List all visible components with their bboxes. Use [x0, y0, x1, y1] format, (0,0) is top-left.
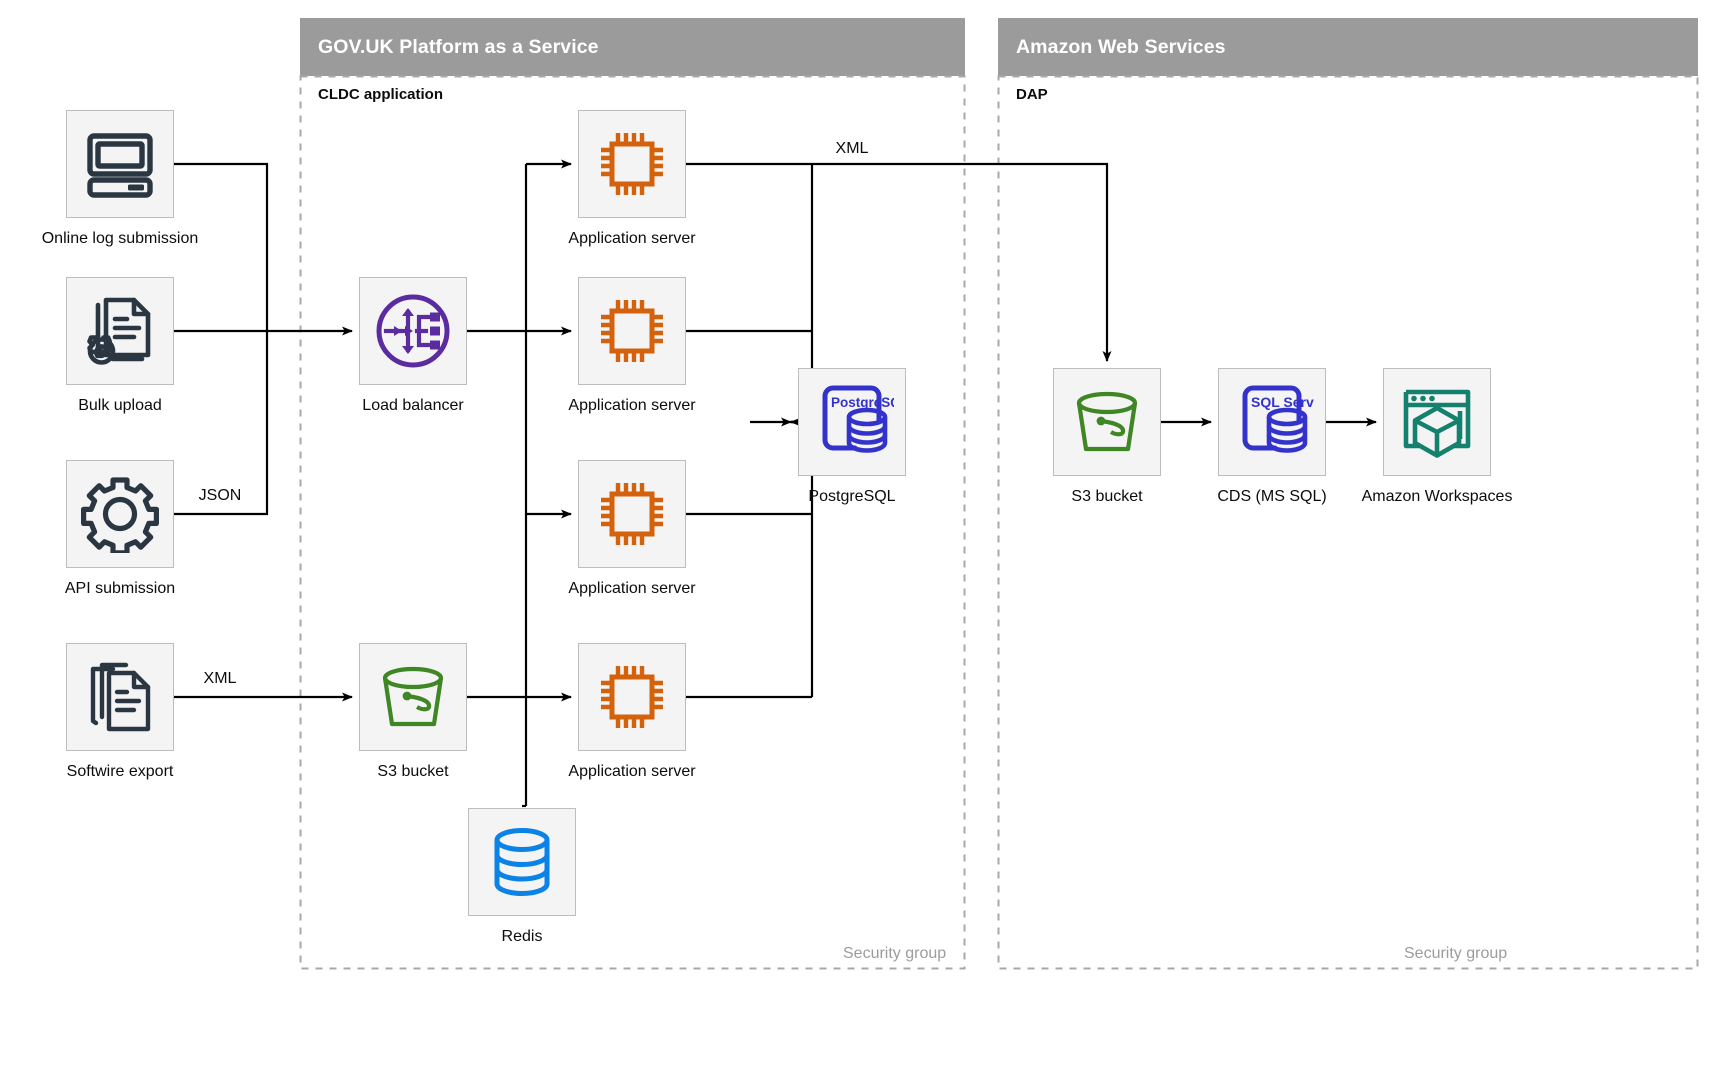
arrow-right-glyph — [394, 326, 402, 336]
bucket-handle-pivot-icon — [402, 691, 412, 701]
document-gear-icon — [87, 297, 151, 365]
gear-icon — [81, 477, 159, 553]
node-label-api-submission: API submission — [64, 580, 176, 597]
node-label-amazon-workspaces: Amazon Workspaces — [1361, 488, 1513, 505]
platform-band-aws — [998, 18, 1698, 76]
zone-rect-cldc — [299, 75, 966, 970]
node-label-app-server-2: Application server — [568, 397, 696, 414]
node-app-server-3[interactable]: Application server — [568, 460, 696, 597]
node-label-postgresql: PostgreSQL — [808, 488, 896, 505]
node-load-balancer[interactable]: Load balancer — [359, 277, 467, 414]
node-bulk-upload[interactable]: Bulk upload — [66, 277, 174, 414]
zone-title-cldc: CLDC application — [318, 86, 444, 103]
node-label-app-server-3: Application server — [568, 580, 696, 597]
node-label-app-server-1: Application server — [568, 230, 696, 247]
cpu-chip-icon — [601, 483, 663, 545]
window-dots-icon — [1411, 395, 1435, 402]
node-label-cds-ms-sql: CDS (MS SQL) — [1217, 488, 1327, 505]
workspaces-icon — [1403, 389, 1471, 458]
security-group-label-cldc: Security group — [843, 945, 947, 962]
edge-appserver-1-xml-to-s3-dap — [686, 162, 1112, 362]
platform-title-paas: GOV.UK Platform as a Service — [318, 36, 599, 58]
cpu-chip-icon — [601, 133, 663, 195]
node-online-log-submission[interactable]: Online log submission — [42, 110, 198, 247]
node-label-load-balancer: Load balancer — [362, 397, 464, 414]
node-app-server-1[interactable]: Application server — [568, 110, 696, 247]
arrow-up-glyph — [402, 308, 414, 316]
node-label-bulk-upload: Bulk upload — [78, 397, 162, 414]
node-label-s3-bucket-paas: S3 bucket — [377, 763, 449, 780]
node-app-server-2[interactable]: Application server — [568, 277, 696, 414]
node-label-s3-bucket-dap: S3 bucket — [1071, 488, 1143, 505]
desktop-computer-icon — [87, 133, 153, 198]
arrow-down-glyph — [402, 346, 414, 354]
node-s3-bucket-paas[interactable]: S3 bucket — [359, 643, 467, 780]
edge-api-to-bus — [174, 331, 269, 516]
platform-band-paas — [300, 18, 965, 76]
documents-stack-icon — [90, 662, 151, 732]
edge-online-log-to-bus — [174, 162, 269, 331]
sql-server-badge-text: SQL Server — [1251, 394, 1314, 410]
postgresql-badge-text: PostgreSQL — [831, 395, 894, 410]
node-api-submission[interactable]: API submission — [65, 460, 175, 597]
arrow-left-glyph — [405, 326, 413, 336]
bucket-handle-pivot-icon — [1096, 416, 1106, 426]
zone-title-dap: DAP — [1016, 86, 1048, 103]
node-label-redis: Redis — [501, 928, 543, 945]
postgresql-icon: PostgreSQL — [822, 385, 894, 453]
cpu-chip-icon — [601, 666, 663, 728]
node-postgresql[interactable]: PostgreSQL PostgreSQL — [798, 368, 906, 505]
node-cds-ms-sql[interactable]: SQL Server CDS (MS SQL) — [1217, 368, 1327, 505]
node-amazon-workspaces[interactable]: Amazon Workspaces — [1362, 368, 1512, 505]
node-label-softwire-export: Softwire export — [66, 763, 174, 780]
node-s3-bucket-dap[interactable]: S3 bucket — [1053, 368, 1161, 505]
cpu-chip-icon — [601, 300, 663, 362]
zone-rect-dap — [997, 75, 1699, 970]
s3-bucket-icon — [1076, 391, 1138, 452]
platform-title-aws: Amazon Web Services — [1016, 36, 1226, 58]
sql-server-icon: SQL Server — [1242, 385, 1314, 453]
edge-label-xml-export: XML — [835, 140, 869, 157]
node-app-server-4[interactable]: Application server — [568, 643, 696, 780]
database-cylinder-icon — [494, 828, 550, 896]
node-redis[interactable]: Redis — [468, 808, 576, 945]
edge-label-json: JSON — [198, 487, 242, 504]
node-label-online-log-submission: Online log submission — [41, 230, 199, 247]
s3-bucket-icon — [382, 666, 444, 727]
load-balancer-icon — [376, 294, 450, 368]
security-group-label-dap: Security group — [1404, 945, 1508, 962]
node-label-app-server-4: Application server — [568, 763, 696, 780]
node-softwire-export[interactable]: Softwire export — [66, 643, 174, 780]
edge-label-xml-softwire: XML — [203, 670, 237, 687]
computer-drive-slot-icon — [128, 184, 144, 191]
